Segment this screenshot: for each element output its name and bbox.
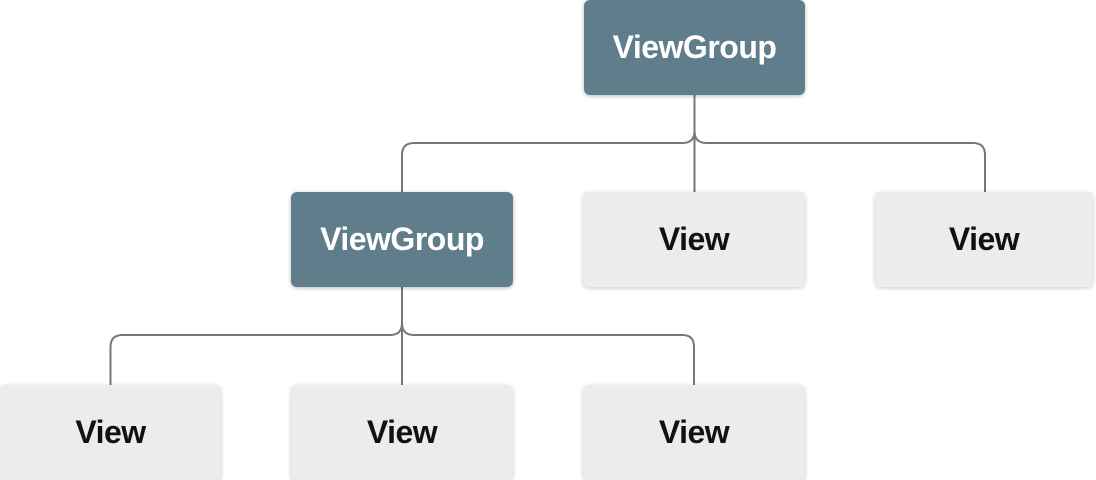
node-label: View: [366, 414, 438, 450]
node-label: View: [948, 221, 1020, 257]
edge-root-to-l2-viewgroup: [401, 95, 696, 192]
node-label: View: [658, 414, 730, 450]
node-viewgroup-child: ViewGroup: [291, 192, 513, 287]
node-label: View: [75, 414, 146, 450]
node-view-level3-right: View: [583, 385, 805, 480]
edge-l2vg-to-l3-view1: [109, 287, 403, 385]
node-label: ViewGroup: [320, 221, 484, 257]
node-view-level2-middle: View: [583, 192, 805, 287]
node-viewgroup-root: ViewGroup: [584, 0, 805, 95]
edge-root-to-l2-view2: [693, 95, 986, 192]
edge-l2vg-to-l3-view3: [401, 287, 695, 385]
node-view-level3-left: View: [0, 385, 221, 480]
node-label: ViewGroup: [612, 29, 777, 65]
node-label: View: [658, 221, 730, 257]
node-view-level3-middle: View: [291, 385, 513, 480]
node-view-level2-right: View: [875, 192, 1093, 287]
